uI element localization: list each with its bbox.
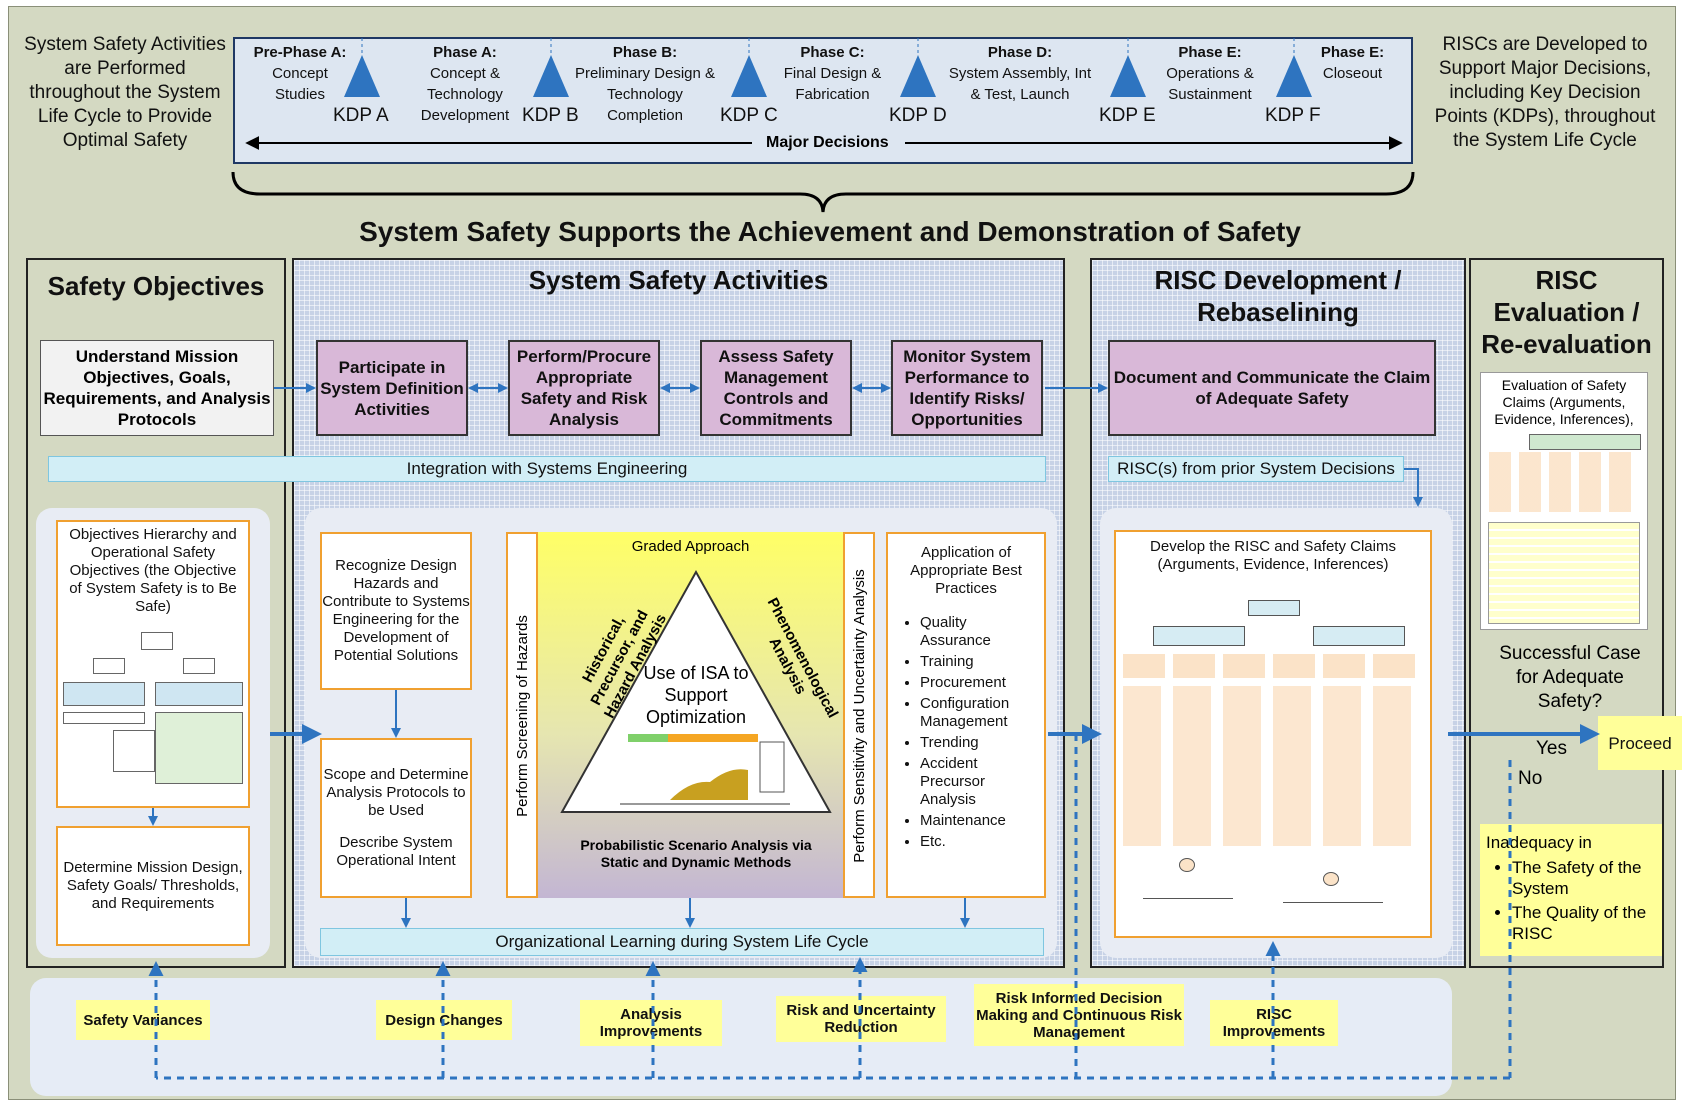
evaluation-tree-thumbnail: [1489, 434, 1641, 514]
feedback-risk-informed-decision: Risk Informed Decision Making and Contin…: [974, 984, 1184, 1046]
kdp-e-triangle-icon: [1110, 55, 1146, 97]
activity-perform-analysis-box: Perform/Procure Appropriate Safety and R…: [508, 340, 660, 436]
brace: [231, 171, 1415, 213]
kdp-b-label: KDP B: [522, 105, 579, 126]
isa-optimization-label: Use of ISA to Support Optimization: [643, 663, 749, 727]
scope-describe-box: Scope and Determine Analysis Protocols t…: [320, 738, 472, 898]
describe-intent-text: Describe System Operational Intent: [336, 834, 456, 869]
phase-a: Phase A:Concept & Technology Development: [420, 44, 510, 124]
best-practices-list: Quality Assurance Training Procurement C…: [894, 614, 1038, 851]
phase-c: Phase C:Final Design & Fabrication: [783, 44, 882, 103]
probabilistic-scenario-label: Probabilistic Scenario Analysis via Stat…: [580, 837, 812, 870]
understand-mission-box: Understand Mission Objectives, Goals, Re…: [40, 340, 274, 436]
proceed-box: Proceed: [1598, 716, 1682, 770]
kdp-d-label: KDP D: [889, 105, 947, 126]
right-note: RISCs are Developed to Support Major Dec…: [1434, 34, 1656, 151]
no-label: No: [1518, 768, 1543, 789]
best-practice-item: Trending: [920, 734, 1038, 752]
inadequacy-title: Inadequacy in: [1486, 833, 1592, 852]
best-practice-item: Quality Assurance: [920, 614, 1038, 650]
kdp-d-triangle-icon: [900, 55, 936, 97]
graded-approach-label: Graded Approach: [631, 537, 750, 555]
safety-claims-tree-thumbnail: [1123, 580, 1423, 925]
screening-box: [506, 532, 538, 898]
phase-pre-a: Pre-Phase A:Concept Studies: [253, 44, 347, 103]
sensitivity-box: [843, 532, 875, 898]
objectives-hierarchy-text: Objectives Hierarchy and Operational Saf…: [69, 526, 237, 615]
kdp-b-triangle-icon: [533, 55, 569, 97]
left-note: System Safety Activities are Performed t…: [24, 34, 226, 151]
develop-risc-box: Develop the RISC and Safety Claims (Argu…: [1114, 530, 1432, 938]
best-practice-item: Procurement: [920, 674, 1038, 692]
phase-d: Phase D:System Assembly, Int & Test, Lau…: [948, 44, 1092, 103]
successful-case-question: Successful Case for Adequate Safety?: [1499, 643, 1641, 712]
best-practice-item: Etc.: [920, 833, 1038, 851]
kdp-dash-lines: [361, 38, 1295, 58]
objectives-hierarchy-box: Objectives Hierarchy and Operational Saf…: [56, 520, 250, 808]
organizational-learning-bar: Organizational Learning during System Li…: [320, 928, 1044, 956]
activity-monitor-performance-box: Monitor System Performance to Identify R…: [891, 340, 1043, 436]
inadequacy-item: The Quality of the RISC: [1512, 902, 1656, 944]
kdp-a-triangle-icon: [344, 55, 380, 97]
best-practice-item: Configuration Management: [920, 695, 1038, 731]
objectives-hierarchy-thumbnail: [63, 632, 243, 784]
feedback-analysis-improvements: Analysis Improvements: [580, 1000, 722, 1046]
integration-bar: Integration with Systems Engineering: [48, 456, 1046, 482]
inadequacy-item: The Safety of the System: [1512, 857, 1656, 899]
evaluation-table-thumbnail: [1488, 522, 1640, 624]
kdp-f-triangle-icon: [1276, 55, 1312, 97]
prior-risc-bar: RISC(s) from prior System Decisions: [1108, 456, 1404, 482]
best-practice-item: Accident Precursor Analysis: [920, 755, 1038, 809]
activity-participate-box: Participate in System Definition Activit…: [316, 340, 468, 436]
scope-protocols-text: Scope and Determine Analysis Protocols t…: [323, 766, 469, 819]
best-practices-box: Application of Appropriate Best Practice…: [886, 532, 1046, 898]
system-safety-activities-heading: System Safety Activities: [528, 265, 829, 295]
evaluation-claims-text: Evaluation of Safety Claims (Arguments, …: [1494, 377, 1634, 427]
isa-risk-chart-thumbnail: [620, 734, 790, 805]
inadequacy-list: The Safety of the System The Quality of …: [1486, 857, 1656, 944]
risc-evaluation-heading: RISC Evaluation / Re-evaluation: [1481, 265, 1652, 359]
kdp-c-triangle-icon: [731, 55, 767, 97]
activity-assess-controls-box: Assess Safety Management Controls and Co…: [700, 340, 852, 436]
develop-risc-text: Develop the RISC and Safety Claims (Argu…: [1150, 538, 1396, 573]
phase-b: Phase B:Preliminary Design & Technology …: [574, 44, 716, 124]
major-decisions-label: Major Decisions: [760, 134, 895, 152]
determine-mission-box: Determine Mission Design, Safety Goals/ …: [56, 826, 250, 946]
kdp-a-label: KDP A: [333, 105, 389, 126]
best-practices-title: Application of Appropriate Best Practice…: [910, 544, 1022, 597]
kdp-f-label: KDP F: [1265, 105, 1321, 126]
feedback-safety-variances: Safety Variances: [76, 1000, 210, 1040]
kdp-c-label: KDP C: [720, 105, 778, 126]
safety-objectives-heading: Safety Objectives: [47, 271, 265, 301]
recognize-hazards-box: Recognize Design Hazards and Contribute …: [320, 532, 472, 690]
phase-e-ops: Phase E:Operations & Sustainment: [1166, 44, 1254, 103]
kdp-e-label: KDP E: [1099, 105, 1156, 126]
best-practice-item: Maintenance: [920, 812, 1038, 830]
yes-label: Yes: [1536, 738, 1567, 759]
risc-development-heading: RISC Development / Rebaselining: [1154, 265, 1402, 327]
best-practice-item: Training: [920, 653, 1038, 671]
evaluation-claims-box: Evaluation of Safety Claims (Arguments, …: [1480, 372, 1648, 630]
main-title: System Safety Supports the Achievement a…: [359, 216, 1301, 247]
phase-e-closeout: Phase E:Closeout: [1320, 44, 1385, 82]
document-claim-box: Document and Communicate the Claim of Ad…: [1108, 340, 1436, 436]
